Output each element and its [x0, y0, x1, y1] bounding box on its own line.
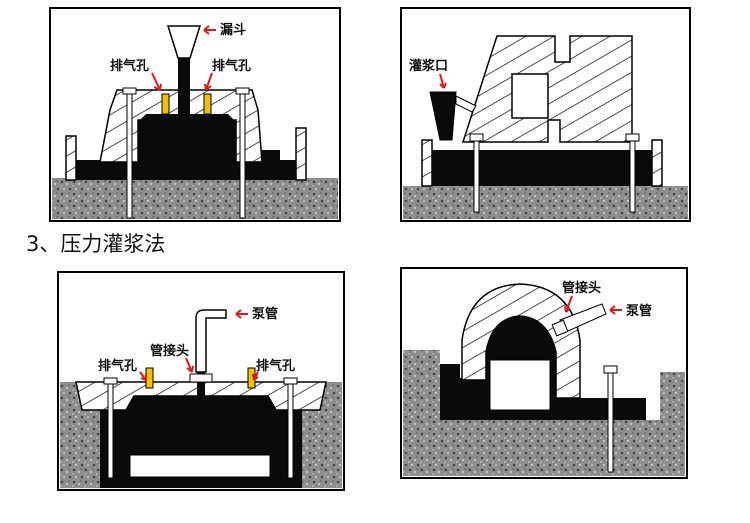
- anchor-bolt: [629, 139, 636, 213]
- arrow-icon: [139, 371, 147, 381]
- bolt-nut: [235, 87, 250, 95]
- pipe-joint-icon: [189, 373, 213, 383]
- concrete-foundation: [403, 350, 685, 476]
- bolt-nut: [283, 377, 298, 385]
- panel-funnel-grouting: 漏斗 排气孔 排气孔: [49, 7, 341, 222]
- bolt-nut: [122, 87, 137, 95]
- arrow-icon: [235, 309, 248, 319]
- grout-core: [138, 114, 236, 178]
- panel-port-grouting: 灌浆口: [400, 7, 691, 222]
- arrow-icon: [204, 72, 213, 91]
- arrow-icon: [564, 295, 573, 313]
- bolt-nut: [469, 133, 484, 142]
- vent-left: [161, 93, 170, 115]
- bolt-nut: [603, 365, 618, 374]
- label-vent-left: 排气孔: [98, 358, 137, 374]
- pour-chute: [455, 95, 477, 113]
- pipe-stem: [197, 372, 205, 410]
- label-vent-right: 排气孔: [256, 358, 295, 374]
- label-vent-right: 排气孔: [212, 58, 251, 74]
- panel-pressure-grouting-arch: 管接头 泵管: [400, 267, 688, 479]
- arrow-icon: [185, 357, 194, 373]
- vent-right: [203, 93, 212, 115]
- pipe-joint-icon: [551, 319, 569, 337]
- machine-body: [461, 35, 633, 143]
- arrow-icon: [203, 25, 216, 35]
- bolt-nut: [625, 133, 640, 142]
- pump-pipe-icon: [195, 309, 227, 373]
- grout-void: [489, 359, 551, 411]
- panel-pressure-grouting-base: 泵管 管接头 排气孔 排气孔: [57, 271, 345, 491]
- label-pump-pipe: 泵管: [252, 306, 278, 322]
- label-pour-port: 灌浆口: [409, 58, 448, 74]
- label-vent-left: 排气孔: [110, 58, 149, 74]
- funnel-pipe: [178, 58, 190, 120]
- arch-formwork: [461, 283, 581, 399]
- anchor-bolt: [473, 139, 480, 213]
- grout-layer: [432, 150, 652, 186]
- arrow-icon: [609, 305, 622, 315]
- arrow-icon: [151, 72, 162, 91]
- arrow-icon: [439, 73, 447, 89]
- bolt-nut: [103, 377, 118, 385]
- anchor-bolt: [126, 91, 133, 219]
- label-funnel: 漏斗: [220, 22, 246, 38]
- label-pipe-joint: 管接头: [562, 280, 601, 296]
- section-title: 3、压力灌浆法: [26, 232, 165, 256]
- anchor-bolt: [107, 383, 114, 479]
- cavity-floor: [129, 454, 271, 478]
- vent-left: [145, 367, 154, 389]
- side-formwork: [65, 127, 307, 181]
- concrete-foundation: [52, 178, 338, 219]
- label-pump-pipe: 泵管: [626, 303, 652, 319]
- label-pipe-joint: 管接头: [150, 343, 189, 359]
- pour-port-icon: [429, 91, 457, 141]
- concrete-foundation: [403, 186, 688, 219]
- anchor-bolt: [239, 91, 246, 219]
- arrow-icon: [252, 371, 259, 381]
- anchor-bolt: [287, 383, 294, 479]
- anchor-bolt: [607, 371, 614, 473]
